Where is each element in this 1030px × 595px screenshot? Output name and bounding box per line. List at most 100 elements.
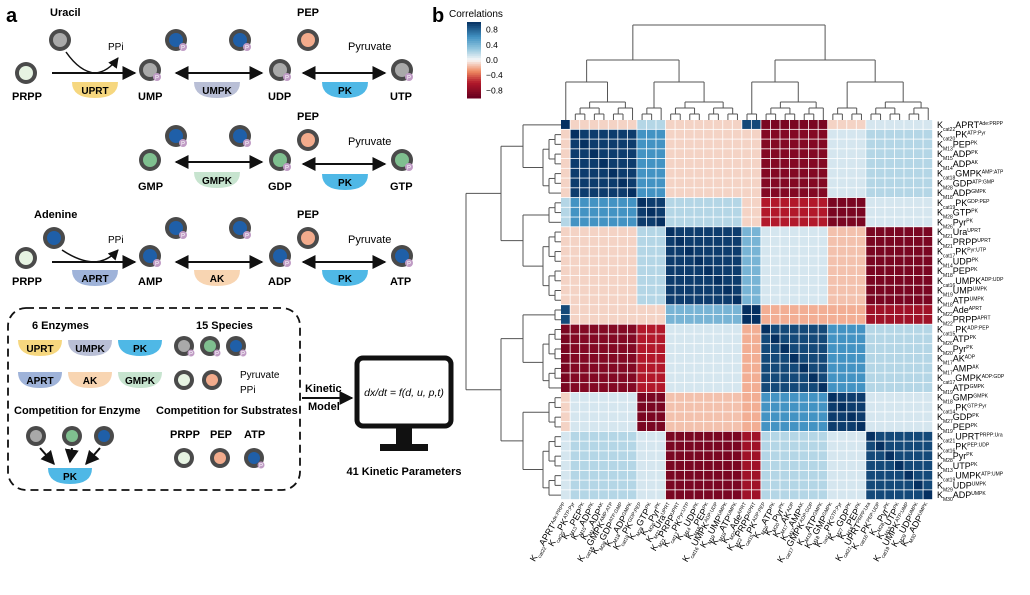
- heatmap-cell: [875, 139, 885, 149]
- competition-pep-label: PEP: [210, 429, 232, 441]
- heatmap-cell: [675, 217, 685, 227]
- heatmap-cell: [665, 256, 675, 266]
- heatmap-cell: [608, 158, 618, 168]
- heatmap-cell: [837, 344, 847, 354]
- heatmap-cell: [713, 246, 723, 256]
- heatmap-cell: [742, 402, 751, 412]
- heatmap-cell: [618, 168, 627, 178]
- heatmap-cell: [599, 383, 608, 393]
- heatmap-cell: [685, 314, 694, 324]
- heatmap-cell: [828, 412, 837, 422]
- heatmap-cell: [599, 256, 608, 266]
- enzyme-swatch-label: APRT: [26, 376, 53, 387]
- heatmap-cell: [875, 373, 885, 383]
- heatmap-cell: [656, 266, 666, 276]
- heatmap-cell: [599, 295, 608, 305]
- heatmap-cell: [646, 139, 656, 149]
- heatmap-cell: [894, 314, 904, 324]
- heatmap-cell: [627, 236, 637, 246]
- adp-cofactor-node-3: P: [229, 217, 251, 240]
- heatmap-cell: [799, 412, 809, 422]
- heatmap-cell: [761, 461, 771, 470]
- heatmap-cell: [809, 344, 818, 354]
- heatmap-cell: [799, 480, 809, 490]
- heatmap-cell: [599, 344, 608, 354]
- heatmap-cell: [875, 246, 885, 256]
- heatmap-cell: [713, 266, 723, 276]
- heatmap-cell: [599, 490, 608, 500]
- heatmap-cell: [675, 412, 685, 422]
- heatmap-cell: [580, 373, 589, 383]
- heatmap-cell: [828, 246, 837, 256]
- heatmap-cell: [561, 275, 570, 285]
- heatmap-cell: [618, 207, 627, 217]
- heatmap-cell: [723, 314, 732, 324]
- heatmap-cell: [723, 334, 732, 344]
- heatmap-cell: [761, 207, 771, 217]
- heatmap-cell: [875, 120, 885, 129]
- heatmap-cell: [675, 334, 685, 344]
- computer-monitor-icon: [354, 355, 454, 451]
- heatmap-cell: [818, 178, 828, 188]
- heatmap-cell: [694, 461, 704, 470]
- heatmap-cell: [704, 285, 713, 295]
- heatmap-cell: [818, 275, 828, 285]
- heatmap-cell: [856, 314, 866, 324]
- heatmap-cell: [866, 295, 875, 305]
- row-label: KM13UTPPK: [937, 461, 978, 474]
- heatmap-cell: [847, 236, 856, 246]
- heatmap-cell: [856, 334, 866, 344]
- heatmap-cell: [637, 149, 647, 159]
- heatmap-cell: [761, 236, 771, 246]
- heatmap-cell: [818, 305, 828, 315]
- heatmap-cell: [713, 383, 723, 393]
- heatmap-cell: [685, 353, 694, 363]
- heatmap-cell: [561, 392, 570, 402]
- heatmap-cell: [856, 480, 866, 490]
- heatmap-cell: [866, 266, 875, 276]
- heatmap-cell: [809, 139, 818, 149]
- heatmap-cell: [780, 480, 790, 490]
- heatmap-cell: [656, 256, 666, 266]
- heatmap-cell: [904, 188, 914, 198]
- heatmap-cell: [608, 285, 618, 295]
- heatmap-cell: [818, 461, 828, 470]
- heatmap-cell: [913, 256, 923, 266]
- heatmap-cell: [789, 441, 799, 451]
- heatmap-cell: [561, 178, 570, 188]
- heatmap-cell: [570, 246, 580, 256]
- heatmap-cell: [770, 490, 780, 500]
- heatmap-cell: [847, 227, 856, 237]
- heatmap-cell: [637, 305, 647, 315]
- heatmap-cell: [694, 149, 704, 159]
- heatmap-cell: [608, 168, 618, 178]
- heatmap-cell: [904, 178, 914, 188]
- heatmap-cell: [847, 461, 856, 470]
- heatmap-cell: [904, 431, 914, 441]
- heatmap-cell: [646, 149, 656, 159]
- heatmap-cell: [894, 285, 904, 295]
- gtp-label: GTP: [390, 181, 413, 193]
- heatmap-cell: [809, 120, 818, 129]
- heatmap-cell: [732, 120, 742, 129]
- enzyme-swatch-ak: AK: [68, 372, 112, 388]
- heatmap-cell: [809, 451, 818, 461]
- heatmap-cell: [599, 373, 608, 383]
- enzyme-swatch-umpk: UMPK: [68, 340, 112, 356]
- enzyme-swatch-uprt: UPRT: [18, 340, 62, 356]
- heatmap-cell: [875, 207, 885, 217]
- heatmap-cell: [780, 353, 790, 363]
- heatmap-cell: [589, 256, 599, 266]
- heatmap-cell: [665, 314, 675, 324]
- heatmap-cell: [685, 402, 694, 412]
- heatmap-cell: [675, 236, 685, 246]
- heatmap-cell: [894, 120, 904, 129]
- heatmap-cell: [599, 461, 608, 470]
- heatmap-cell: [675, 129, 685, 139]
- heatmap-cell: [866, 363, 875, 373]
- heatmap-cell: [837, 305, 847, 315]
- colorbar-segment: [467, 75, 481, 78]
- heatmap-cell: [809, 207, 818, 217]
- heatmap-cell: [894, 236, 904, 246]
- heatmap-cell: [704, 373, 713, 383]
